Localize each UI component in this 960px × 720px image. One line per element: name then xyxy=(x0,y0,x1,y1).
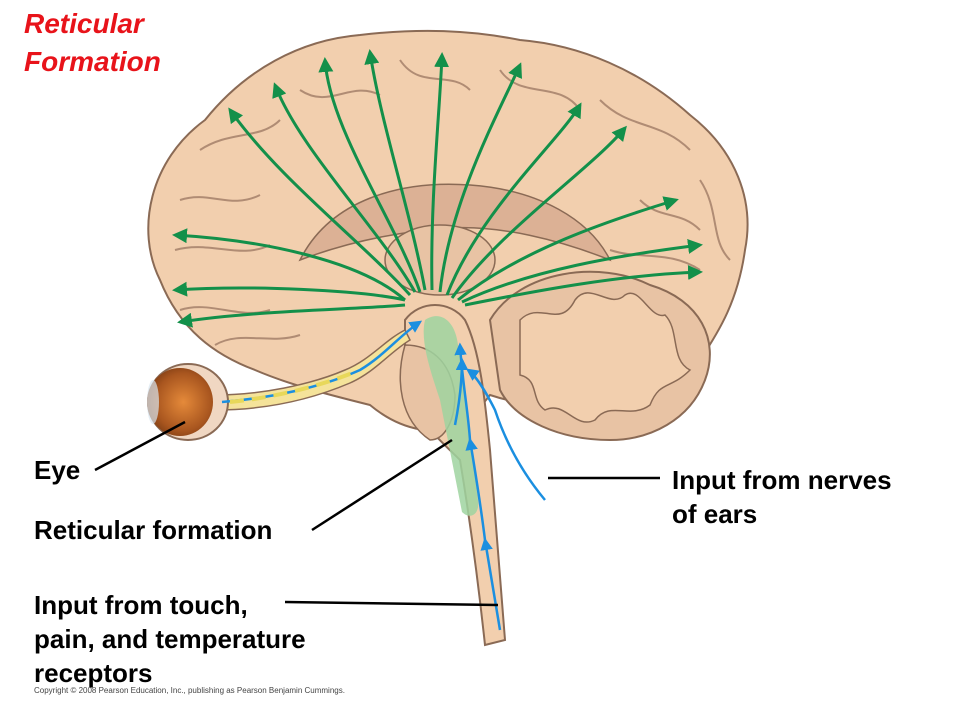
label-ears-line-2: of ears xyxy=(672,499,758,529)
lens-highlight xyxy=(147,380,159,424)
title-line-1: Reticular xyxy=(24,8,144,39)
green-projection-arrows xyxy=(172,49,703,328)
leader-lines xyxy=(94,420,660,607)
iris xyxy=(147,368,213,436)
label-touch-line-1: Input from touch, xyxy=(34,590,248,620)
label-reticular-formation: Reticular formation xyxy=(34,515,273,545)
reticular-zone xyxy=(423,316,479,516)
label-ears-line-1: Input from nerves xyxy=(672,465,892,495)
yellow-optic-dashes xyxy=(229,370,356,404)
cerebellum xyxy=(488,270,711,442)
label-touch-line-2: pain, and temperature xyxy=(34,624,306,654)
label-touch-line-3: receptors xyxy=(34,658,153,688)
label-eye: Eye xyxy=(34,455,81,485)
title-line-2: Formation xyxy=(24,46,161,77)
copyright-notice: Copyright © 2008 Pearson Education, Inc.… xyxy=(34,686,345,695)
